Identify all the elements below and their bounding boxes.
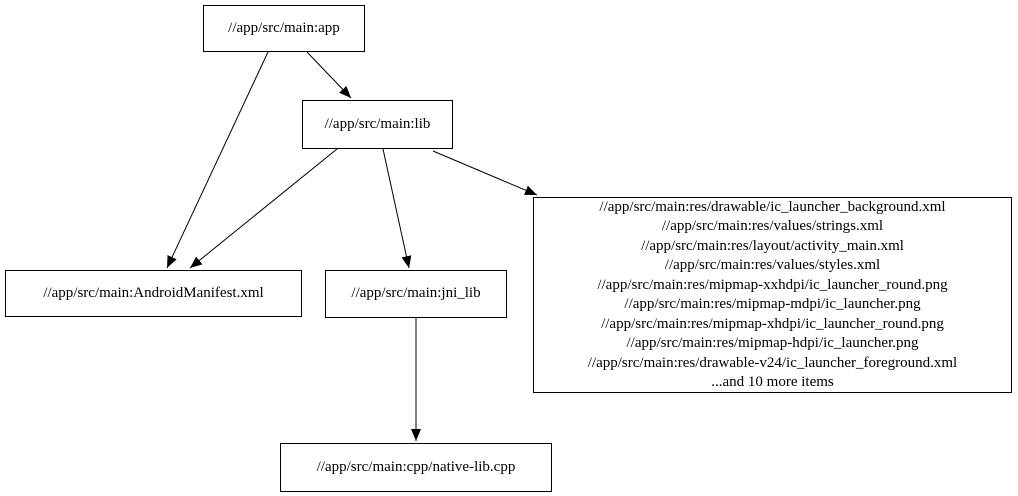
- resource-line: //app/src/main:res/mipmap-hdpi/ic_launch…: [626, 335, 919, 351]
- resource-line: //app/src/main:res/drawable-v24/ic_launc…: [587, 354, 958, 371]
- node-android-manifest-label: //app/src/main:AndroidManifest.xml: [43, 284, 264, 301]
- node-native-lib-cpp: //app/src/main:cpp/native-lib.cpp: [280, 443, 552, 492]
- resource-line: //app/src/main:res/mipmap-mdpi/ic_launch…: [624, 296, 921, 312]
- edge-lib-to-jni-lib: [382, 148, 412, 269]
- resource-line: //app/src/main:res/values/strings.xml: [661, 218, 884, 234]
- resource-line: //app/src/main:res/mipmap-xxhdpi/ic_laun…: [597, 276, 948, 293]
- node-android-manifest: //app/src/main:AndroidManifest.xml: [5, 270, 302, 317]
- edge-app-to-lib: [306, 51, 352, 99]
- edge-lib-to-resources: [432, 150, 538, 196]
- resource-line: //app/src/main:res/drawable/ic_launcher_…: [599, 198, 946, 215]
- node-native-lib-cpp-label: //app/src/main:cpp/native-lib.cpp: [316, 458, 516, 475]
- resource-line: //app/src/main:res/mipmap-xhdpi/ic_launc…: [601, 315, 944, 332]
- edge-lib-to-manifest: [189, 148, 338, 269]
- node-jni-lib: //app/src/main:jni_lib: [325, 270, 507, 318]
- node-resources-group: //app/src/main:res/drawable/ic_launcher_…: [533, 197, 1012, 393]
- node-lib: //app/src/main:lib: [302, 100, 453, 149]
- resource-line-more-items: ...and 10 more items: [711, 374, 834, 390]
- node-lib-label: //app/src/main:lib: [324, 115, 431, 132]
- node-jni-lib-label: //app/src/main:jni_lib: [351, 285, 481, 302]
- resource-line: //app/src/main:res/values/styles.xml: [664, 257, 881, 273]
- node-app-label: //app/src/main:app: [228, 19, 340, 36]
- edge-app-to-manifest: [166, 51, 269, 269]
- node-app: //app/src/main:app: [203, 5, 365, 52]
- resource-line: //app/src/main:res/layout/activity_main.…: [641, 237, 904, 254]
